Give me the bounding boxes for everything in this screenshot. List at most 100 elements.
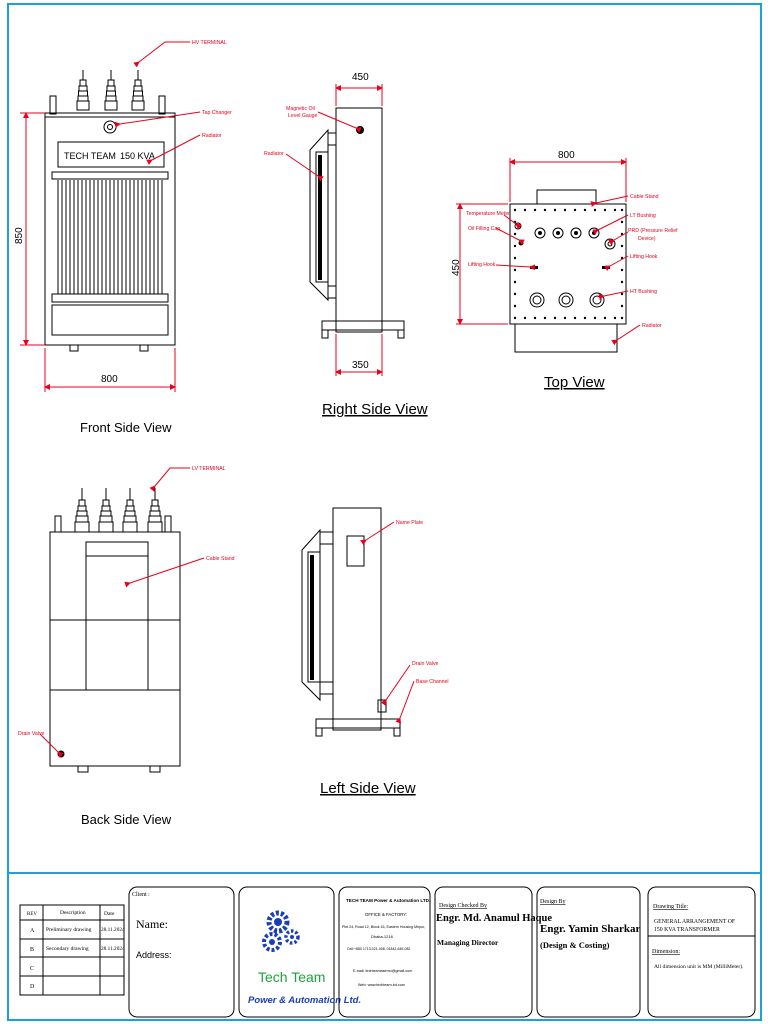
tap-changer-knob [103, 120, 117, 134]
rev-row-b-date: 28.11.2024 [101, 946, 125, 952]
rev-row-a-rev: A [30, 928, 35, 934]
dimension-note: All dimension unit is MM (MilliMeter). [654, 963, 744, 970]
callout-ht-bushing: HT Bushing [630, 289, 657, 295]
nameplate-panel [57, 141, 165, 168]
title-block: REV Description Date A Preliminary drawi… [19, 886, 756, 1018]
right-view-title: Right Side View [322, 401, 428, 418]
ht-bushings-top [529, 292, 605, 308]
rev-row-b-desc: Secondary drawing [46, 946, 89, 952]
front-tank [44, 112, 176, 346]
company-address-2: Dhaka-1216 [371, 934, 394, 939]
checked-by-role: Managing Director [437, 938, 499, 947]
checked-by-name: Engr. Md. Anamul Haque [436, 913, 552, 924]
drawing-title-box [647, 886, 756, 1018]
revision-table: REV Description Date A Preliminary drawi… [19, 904, 125, 996]
drawing-title-line-2: 150 KVA TRANSFORMER [654, 927, 720, 933]
callout-lifting-hook-right: Lifting Hook [630, 254, 658, 260]
callout-magnetic-oil-gauge-2: Level Gauge [288, 113, 318, 119]
top-bolt-holes [513, 208, 624, 320]
callout-magnetic-oil-gauge: Magnetic Oil [286, 106, 315, 112]
back-side-view: LV TERMINAL Cable Stand Drain Valve Back… [18, 466, 235, 827]
rev-header-description: Description [60, 910, 86, 916]
checked-by-heading: Design Checked By [439, 903, 487, 909]
right-depth-dimension: 450 [352, 72, 369, 83]
callout-base-channel: Base Channel [416, 679, 449, 685]
client-heading: Client : [132, 892, 150, 898]
callout-cable-stand-back: Cable Stand [206, 556, 235, 562]
design-by-box [536, 886, 641, 1018]
back-tank [49, 531, 181, 767]
oil-level-gauge [356, 126, 364, 134]
callout-radiator-top: Radiator [642, 323, 662, 329]
nameplate-rating: 150 KVA [120, 151, 155, 161]
lt-bushings-top [534, 227, 600, 239]
left-view-title: Left Side View [320, 780, 416, 797]
company-name: TECH TEAM Power & Automation LTD. [346, 898, 430, 903]
callout-lv-terminal: LV TERMINAL [192, 466, 226, 472]
left-side-view: Name Plate Drain Valve Base Channel Left… [301, 507, 449, 797]
top-tank [509, 203, 627, 325]
design-by-role: (Design & Costing) [540, 940, 610, 950]
logo-company-name: Tech Team [258, 969, 325, 985]
callout-radiator-side: Radiator [264, 151, 284, 157]
callout-hv-terminal: HV TERMINAL [192, 40, 227, 46]
front-radiator-fins [57, 180, 163, 294]
company-address-1: Plot 24, Road 12, Block 16, Eastern Hous… [342, 925, 425, 929]
right-side-view: 450 350 Magnetic Oil Level Gauge Radiato… [264, 72, 428, 418]
top-view-title: Top View [544, 374, 605, 391]
client-address-label: Address: [136, 950, 172, 960]
front-height-dimension: 850 [14, 227, 25, 244]
back-drain-valve [57, 750, 65, 758]
logo-company-tagline: Power & Automation Ltd. [248, 995, 361, 1006]
callout-oil-filling-cap: Oil Filling Cap [468, 226, 500, 232]
hv-bushings [76, 70, 145, 111]
rev-header-date: Date [104, 911, 115, 917]
right-tank [335, 107, 383, 333]
drawing-title-line-1: GENERAL ARRANGEMENT OF [654, 919, 736, 925]
callout-prd-2: Device) [638, 236, 656, 242]
company-cell: Cell:+880 1713-021-008, 01842-649-082 [347, 947, 410, 951]
front-view-title: Front Side View [80, 420, 172, 435]
callout-prd: PRD (Pressure Relief [628, 228, 678, 234]
drawing-title-heading: Drawing Title: [653, 904, 689, 910]
company-web: Web: www.techteam-bd.com [358, 983, 405, 987]
logo-box [238, 886, 335, 1018]
callout-tap-changer: Tap Changer [202, 110, 232, 116]
callout-name-plate: Name Plate [396, 520, 423, 526]
top-width-dimension: 800 [558, 150, 575, 161]
callout-temperature-meter: Temperature Meter [466, 211, 510, 217]
callout-lifting-hook-left: Lifting Hook [468, 262, 496, 268]
callout-radiator: Radiator [202, 133, 222, 139]
design-by-heading: Design By [540, 899, 566, 905]
nameplate-company: TECH TEAM [64, 151, 116, 161]
top-view: 800 450 Cable Stand Temperature Meter Oi… [451, 150, 678, 391]
rev-row-a-date: 28.11.2024 [101, 927, 125, 933]
front-side-view: TECH TEAM 150 KVA 850 800 [14, 40, 232, 435]
top-height-dimension: 450 [451, 259, 462, 276]
callout-lt-bushing: LT Bushing [630, 213, 656, 219]
sheet-border [7, 3, 762, 1021]
gear-logo-icon [262, 910, 300, 952]
rev-row-a-desc: Preliminary drawing [46, 927, 92, 933]
back-cable-stand [85, 555, 149, 691]
rev-header-rev: REV [27, 912, 37, 917]
left-tank [332, 507, 382, 731]
callout-drain-valve-left: Drain Valve [412, 661, 439, 667]
client-name-label: Name: [136, 917, 168, 931]
name-plate [346, 535, 365, 567]
rev-row-b-rev: B [30, 947, 34, 953]
front-width-dimension: 800 [101, 374, 118, 385]
company-email: E-mail: techteamasemu@gmail.com [353, 969, 412, 973]
callout-cable-stand-top: Cable Stand [630, 194, 659, 200]
dimension-heading: Dimension: [652, 949, 680, 955]
lv-bushings [74, 488, 163, 533]
client-box [128, 886, 235, 1018]
company-info-box [338, 886, 431, 1018]
back-view-title: Back Side View [81, 812, 172, 827]
callout-drain-valve-back: Drain Valve [18, 731, 45, 737]
right-base-dimension: 350 [352, 360, 369, 371]
design-by-name: Engr. Yamin Sharkar [540, 923, 640, 935]
checked-by-box [434, 886, 533, 1018]
company-office-label: OFFICE & FACTORY: [365, 912, 407, 917]
